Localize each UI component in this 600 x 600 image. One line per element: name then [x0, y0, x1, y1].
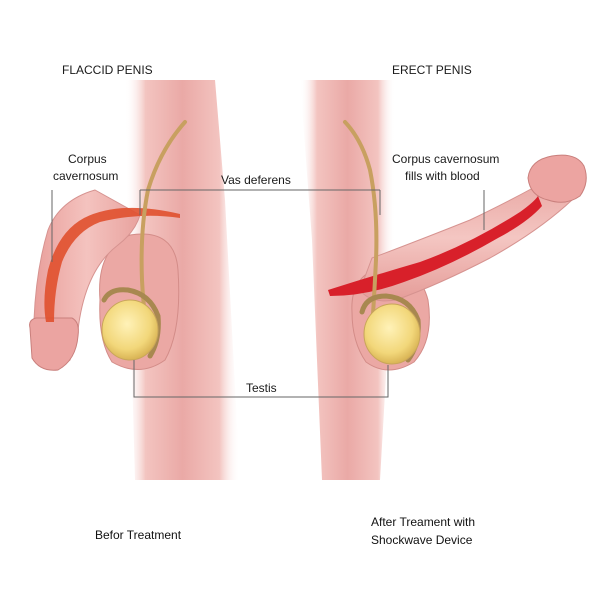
corpus-cavernosum-label-right-2: fills with blood	[405, 169, 480, 183]
after-treatment-caption-line1: After Treament with	[371, 515, 476, 529]
corpus-cavernosum-label-right-1: Corpus cavernosum	[392, 152, 499, 166]
vas-deferens-label: Vas deferens	[221, 173, 291, 187]
right-corpus-cavernosum	[328, 196, 542, 296]
testis-label: Testis	[246, 381, 277, 395]
after-treatment-caption-line2: Shockwave Device	[371, 533, 473, 547]
left-panel-title: FLACCID PENIS	[62, 63, 153, 77]
before-treatment-caption: Befor Treatment	[95, 528, 182, 542]
right-glans	[527, 154, 587, 203]
after-treatment-caption: After Treament with Shockwave Device	[371, 513, 475, 549]
right-panel-title: ERECT PENIS	[392, 63, 472, 77]
left-torso	[125, 80, 240, 480]
vas-deferens-leader	[139, 189, 381, 215]
right-panel	[300, 80, 587, 480]
left-testis	[101, 299, 159, 361]
leader-lines	[51, 189, 485, 398]
left-panel	[29, 80, 240, 480]
corpus-cavernosum-label-left-2: cavernosum	[53, 169, 118, 183]
corpus-cavernosum-label-left-1: Corpus	[68, 152, 107, 166]
right-testis	[363, 303, 421, 365]
testis-leader	[133, 360, 389, 398]
left-glans	[29, 317, 79, 371]
